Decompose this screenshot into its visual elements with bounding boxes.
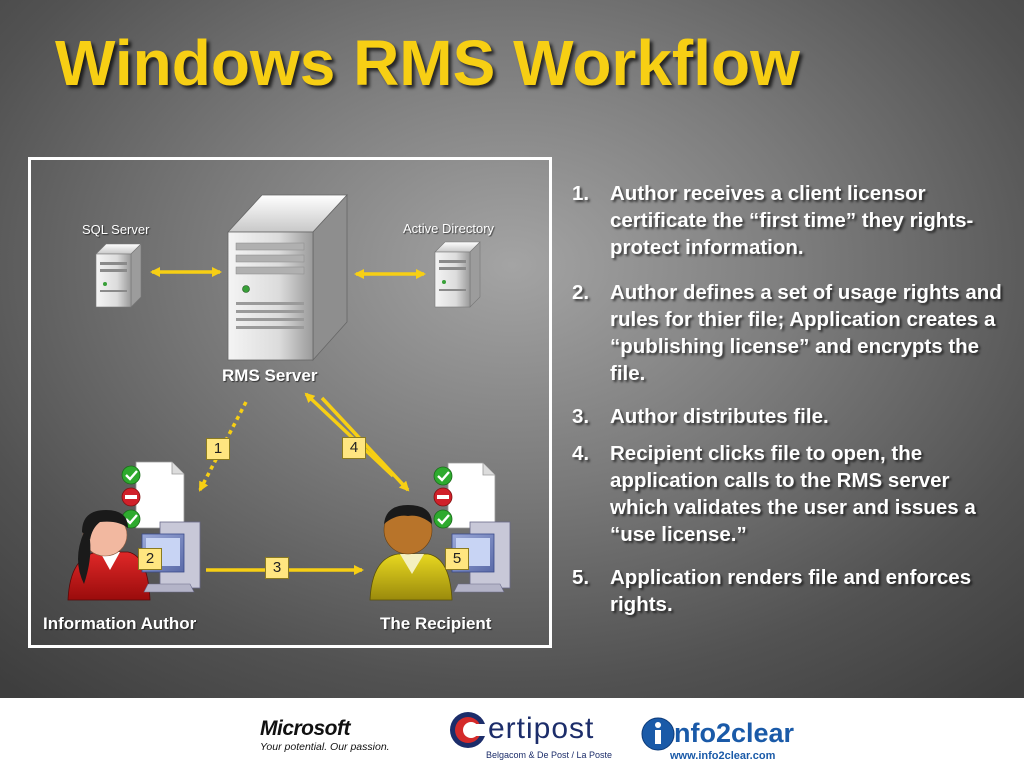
active-directory-icon	[434, 241, 481, 308]
step-text: Recipient clicks file to open, the appli…	[610, 442, 976, 546]
step4-arrow-up	[304, 392, 395, 478]
step-badge-4: 4	[342, 437, 366, 459]
diagram-graphics	[67, 193, 511, 601]
step-text: Author receives a client licensor certif…	[610, 182, 974, 259]
author-document-icon	[135, 461, 185, 529]
info2clear-i-icon	[641, 717, 675, 751]
step-badge-1: 1	[206, 438, 230, 460]
certipost-wordmark: ertipost	[488, 712, 595, 745]
workflow-step: 4. Recipient clicks file to open, the app…	[566, 440, 1006, 548]
step-number: 4.	[572, 442, 590, 465]
microsoft-wordmark: Microsoft	[260, 717, 351, 740]
step-number: 3.	[572, 405, 590, 428]
step-text: Application renders file and enforces ri…	[610, 566, 972, 616]
information-author-label: Information Author	[43, 614, 197, 633]
workflow-step: 3. Author distributes file.	[566, 403, 1006, 430]
active-directory-label: Active Directory	[403, 221, 495, 236]
microsoft-logo: Microsoft Your potential. Our passion.	[260, 718, 430, 758]
step-badge-2: 2	[138, 548, 162, 570]
step-badge-3: 3	[265, 557, 289, 579]
recipient-check-icon-1	[433, 466, 453, 486]
footer-logo-bar: Microsoft Your potential. Our passion. e…	[0, 698, 1024, 768]
recipient-check-icon-2	[433, 509, 453, 529]
workflow-step: 2. Author defines a set of usage rights a…	[566, 279, 1006, 387]
step-text: Author defines a set of usage rights and…	[610, 281, 1002, 385]
author-stop-icon	[121, 487, 141, 507]
workflow-step: 1. Author receives a client licensor cert…	[566, 180, 1006, 261]
certipost-c-icon	[450, 712, 488, 748]
rms-server-label: RMS Server	[222, 366, 318, 385]
step-number: 2.	[572, 281, 590, 304]
the-recipient-label: The Recipient	[380, 614, 492, 633]
diagram-frame	[28, 157, 552, 648]
rms-server-icon	[227, 193, 348, 362]
info2clear-url: www.info2clear.com	[670, 750, 776, 762]
slide-title: Windows RMS Workflow	[55, 27, 800, 99]
sql-server-label: SQL Server	[82, 222, 150, 237]
recipient-document-icon	[447, 462, 496, 529]
author-check-icon-1	[121, 465, 141, 485]
step-number: 5.	[572, 566, 590, 589]
certipost-tagline: Belgacom & De Post / La Poste	[486, 750, 613, 760]
slide-background: Windows RMS Workflow	[0, 0, 1024, 698]
info2clear-wordmark: nfo2clear	[674, 718, 795, 748]
microsoft-tagline: Your potential. Our passion.	[260, 741, 390, 753]
sql-server-icon	[95, 243, 142, 308]
certipost-logo: ertipost Belgacom & De Post / La Poste	[448, 708, 618, 764]
info2clear-logo: nfo2clear www.info2clear.com	[640, 712, 830, 764]
step-text: Author distributes file.	[610, 405, 829, 428]
workflow-step: 5. Application renders file and enforces …	[566, 564, 1006, 618]
step-number: 1.	[572, 182, 590, 205]
step-badge-5: 5	[445, 548, 469, 570]
workflow-steps-list: 1. Author receives a client licensor cert…	[566, 180, 1006, 630]
recipient-stop-icon	[433, 487, 453, 507]
